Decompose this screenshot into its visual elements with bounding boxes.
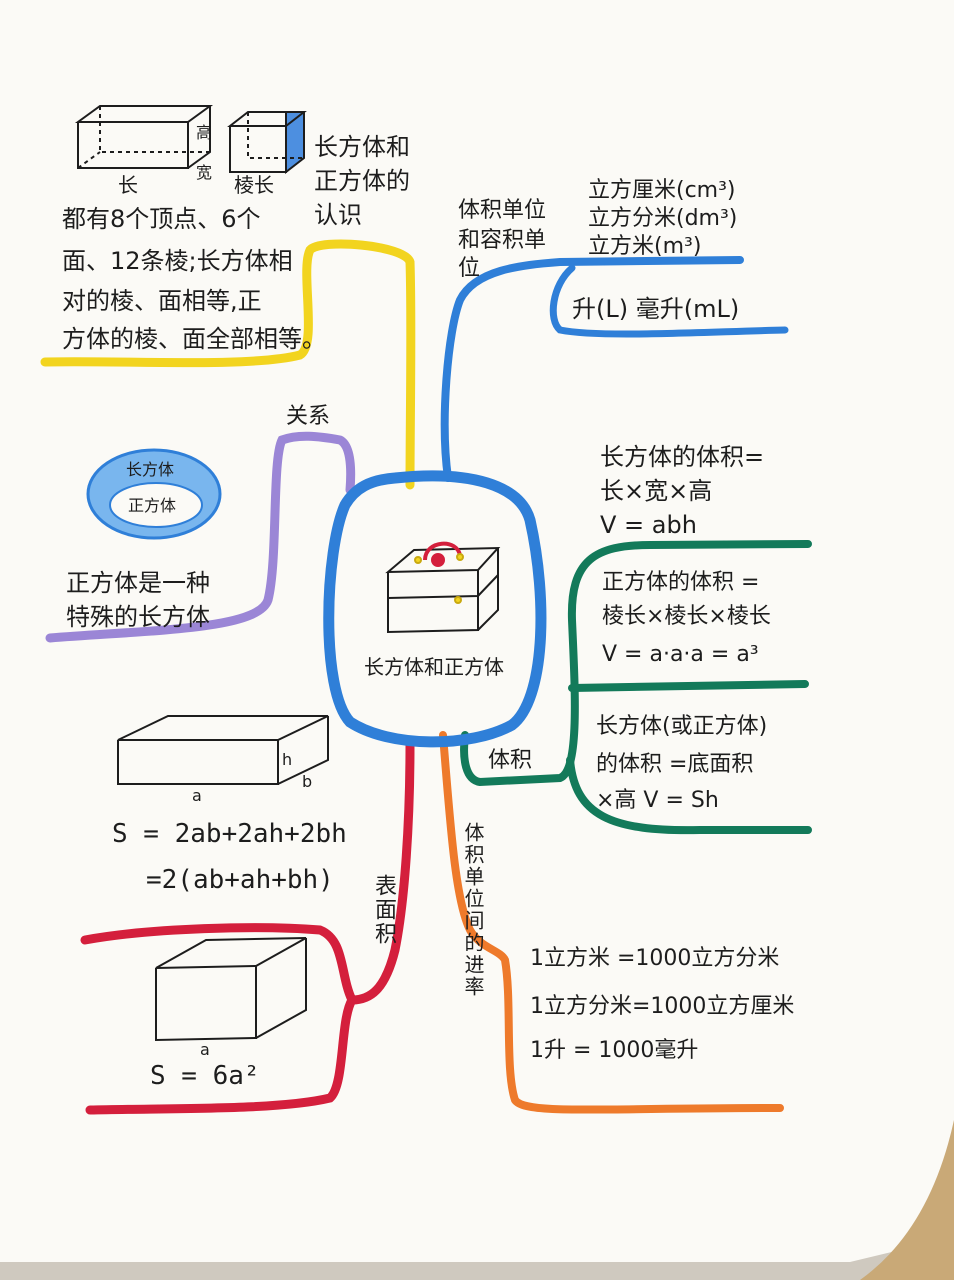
- surface-cube-formula: S = 6a²: [150, 1061, 260, 1091]
- relation-text-line2: 特殊的长方体: [66, 603, 210, 631]
- cuboid-sketch-top: [74, 105, 214, 169]
- branch-red-lower: [85, 995, 357, 1115]
- center-blob: [323, 470, 547, 748]
- surface-cuboid-sketch: [117, 715, 329, 785]
- surface-label: 表面积: [371, 874, 396, 946]
- branch-yellow: [40, 239, 416, 490]
- surface-formula-line2: =2(ab+ah+bh): [146, 865, 334, 895]
- volume-cube-line2: 棱长×棱长×棱长: [602, 604, 771, 629]
- recognition-text-line4: 方体的棱、面全部相等。: [62, 325, 326, 353]
- toolbox-illustration: [385, 541, 501, 634]
- branch-blue: [440, 256, 744, 482]
- volume-cuboid-line2: 长×宽×高: [600, 477, 713, 505]
- conversion-line1: 1立方米 =1000立方分米: [530, 946, 780, 971]
- center-title: 长方体和正方体: [364, 655, 504, 679]
- box-label-width: 宽: [193, 164, 212, 182]
- cube-sketch-top: [227, 111, 307, 175]
- branch-orange: [439, 731, 784, 1114]
- box-label-length: 长: [118, 173, 138, 197]
- surface-formula-line1: S = 2ab+2ah+2bh: [112, 819, 347, 849]
- surface-box-a: a: [192, 786, 202, 805]
- unit-item-m3: 立方米(m³): [588, 234, 702, 259]
- unit-liquid: 升(L) 毫升(mL): [572, 295, 740, 323]
- volume-general-line3: ×高 V = Sh: [596, 788, 719, 813]
- recognition-title-line3: 认识: [314, 201, 362, 229]
- recognition-text-line3: 对的棱、面相等,正: [62, 287, 262, 315]
- units-label-line1: 体积单位: [458, 198, 547, 223]
- cube-label-edge: 棱长: [234, 173, 274, 197]
- table-corner: [860, 1120, 954, 1280]
- volume-general-line1: 长方体(或正方体): [596, 714, 768, 739]
- units-label-line2: 和容积单: [458, 228, 547, 253]
- box-label-height: 高: [193, 124, 212, 142]
- recognition-text-line1: 都有8个顶点、6个: [62, 205, 261, 233]
- branch-purple: [45, 431, 356, 643]
- conversion-label: 体积单位间的进率: [461, 822, 485, 998]
- recognition-text-line2: 面、12条棱;长方体相: [62, 247, 293, 275]
- surface-cube-a: a: [200, 1040, 210, 1059]
- relation-inner-label: 正方体: [128, 496, 177, 515]
- volume-cuboid-line1: 长方体的体积=: [600, 443, 765, 471]
- recognition-title-line1: 长方体和: [314, 133, 410, 161]
- relation-outer-label: 长方体: [126, 460, 175, 479]
- volume-label: 体积: [488, 748, 533, 773]
- conversion-line2: 1立方分米=1000立方厘米: [530, 994, 795, 1019]
- relation-inner-ellipse: [109, 482, 203, 528]
- volume-cube-line3: V = a·a·a = a³: [602, 642, 759, 667]
- conversion-line3: 1升 = 1000毫升: [530, 1038, 699, 1063]
- branch-green-low: [566, 756, 812, 835]
- recognition-title-line2: 正方体的: [314, 167, 410, 195]
- relation-text-line1: 正方体是一种: [66, 569, 210, 597]
- volume-general-line2: 的体积 =底面积: [596, 752, 754, 777]
- unit-item-dm3: 立方分米(dm³): [588, 206, 738, 231]
- surface-cube-sketch: [155, 937, 307, 1042]
- units-label-line3: 位: [458, 256, 481, 281]
- volume-cuboid-line3: V = abh: [600, 511, 697, 539]
- volume-cube-line1: 正方体的体积 =: [602, 570, 760, 595]
- surface-box-h: h: [282, 750, 293, 769]
- branch-green-mid: [568, 680, 809, 692]
- surface-box-b: b: [302, 772, 313, 791]
- branch-blue-sub: [549, 264, 789, 338]
- relation-label: 关系: [286, 404, 331, 429]
- unit-item-cm3: 立方厘米(cm³): [588, 178, 736, 203]
